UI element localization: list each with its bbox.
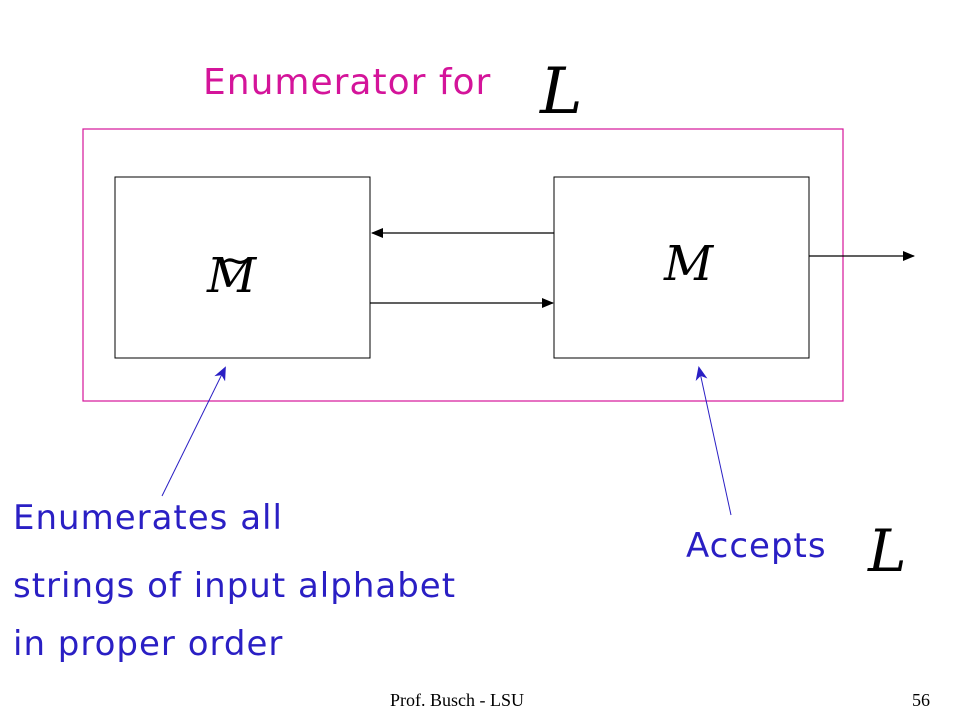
machine-m-box bbox=[553, 176, 810, 359]
machine-m-tilde-box bbox=[114, 176, 371, 359]
enumerator-box bbox=[82, 128, 844, 402]
footer-author: Prof. Busch - LSU bbox=[390, 690, 524, 710]
page-number: 56 bbox=[912, 690, 930, 710]
diagram-title: Enumerator for bbox=[203, 62, 492, 103]
annotation-left-line-1: Enumerates all bbox=[13, 498, 283, 538]
annotation-right-symbol: L bbox=[868, 517, 907, 585]
title-language-symbol: L bbox=[540, 55, 583, 129]
pointer-arrow-left bbox=[161, 366, 226, 497]
annotation-left-line-2: strings of input alphabet bbox=[13, 566, 457, 606]
pointer-arrow-right bbox=[695, 366, 732, 516]
tilde-mark: ~ bbox=[219, 238, 251, 282]
annotation-left-line-3: in proper order bbox=[13, 624, 284, 664]
machine-m-label: M bbox=[664, 236, 714, 292]
annotation-right-text: Accepts bbox=[686, 526, 827, 566]
machine-m-tilde-label: M bbox=[207, 248, 257, 304]
